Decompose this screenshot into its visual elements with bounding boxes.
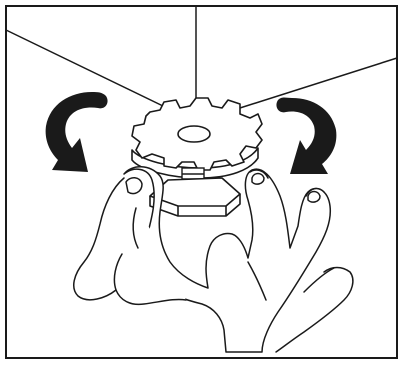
- illustration-canvas: [0, 0, 403, 365]
- leveling-foot-illustration: [0, 0, 403, 365]
